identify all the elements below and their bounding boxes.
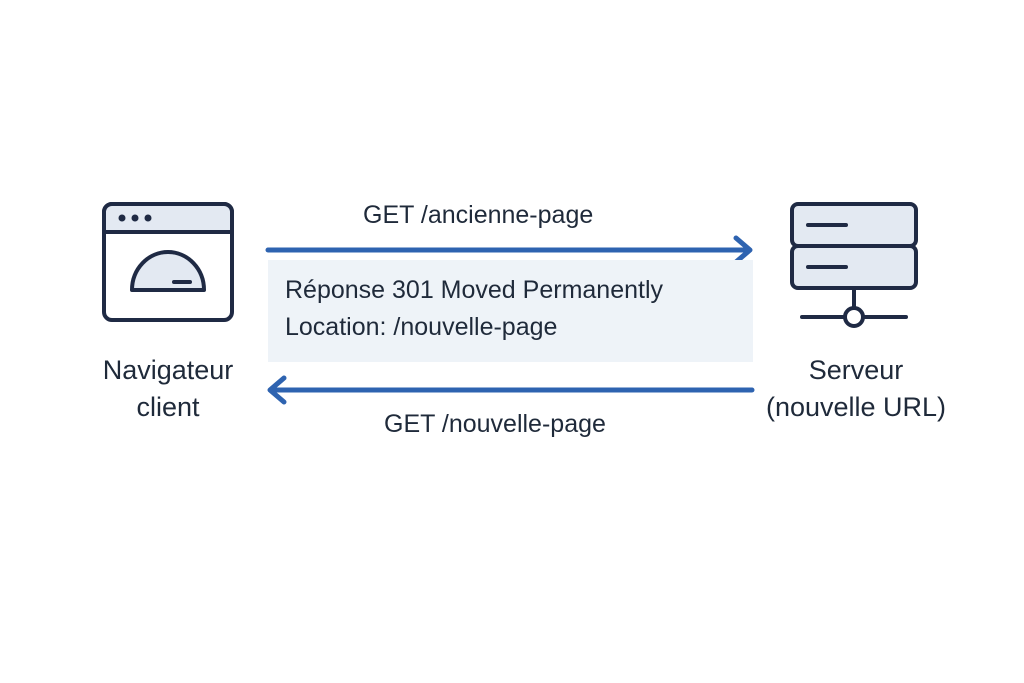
request-arrow-right (265, 235, 753, 265)
browser-window-icon (100, 200, 236, 324)
client-label-line1: Navigateur (102, 355, 234, 385)
response-status: Réponse 301 Moved Permanently (285, 276, 664, 304)
client-label: Navigateur client (76, 352, 260, 426)
server-label-line2: (nouvelle URL) (765, 392, 947, 422)
server-label: Serveur (nouvelle URL) (756, 352, 956, 426)
client-label-line2: client (136, 392, 200, 422)
server-icon (786, 200, 922, 332)
response-box (268, 260, 753, 362)
server-label-line1: Serveur (808, 355, 904, 385)
redirect-arrow-left (267, 375, 755, 405)
response-text: Réponse 301 Moved Permanently Location: … (285, 272, 663, 346)
request-new-label: GET /nouvelle-page (384, 410, 606, 438)
request-old-label: GET /ancienne-page (363, 201, 594, 229)
response-location: Location: /nouvelle-page (285, 313, 558, 341)
